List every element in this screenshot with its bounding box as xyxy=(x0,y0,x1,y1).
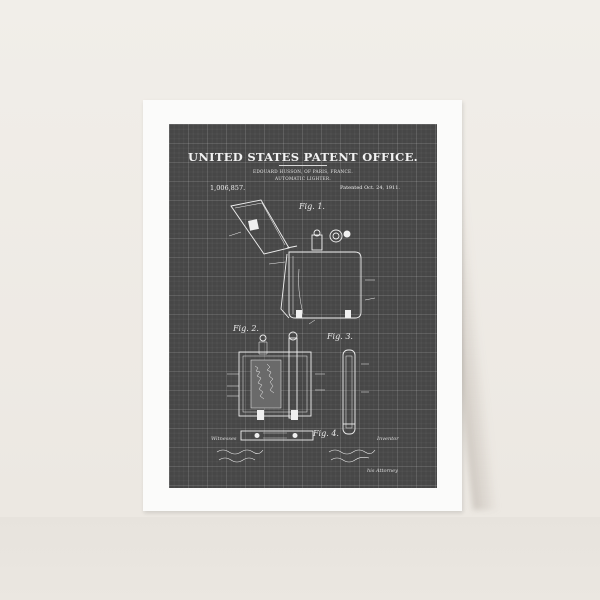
patent-print: UNITED STATES PATENT OFFICE. EDOUARD HUS… xyxy=(169,124,437,488)
witnesses-label: Witnesses xyxy=(211,436,237,442)
fig-3-label: Fig. 3. xyxy=(327,332,353,341)
signature-scribbles xyxy=(217,450,375,462)
inventor-label: Inventor xyxy=(377,436,399,442)
fig-1-label: Fig. 1. xyxy=(299,202,325,211)
figure-3-tube xyxy=(343,350,369,434)
patent-drawing xyxy=(169,124,437,488)
floor-surface xyxy=(0,517,600,600)
figure-2-section xyxy=(227,332,325,420)
figure-4-strip xyxy=(241,431,313,440)
attorney-label: his Attorney xyxy=(367,468,398,474)
fig-2-label: Fig. 2. xyxy=(233,324,259,333)
figure-1-lighter xyxy=(229,200,375,324)
fig-4-label: Fig. 4. xyxy=(313,429,339,438)
